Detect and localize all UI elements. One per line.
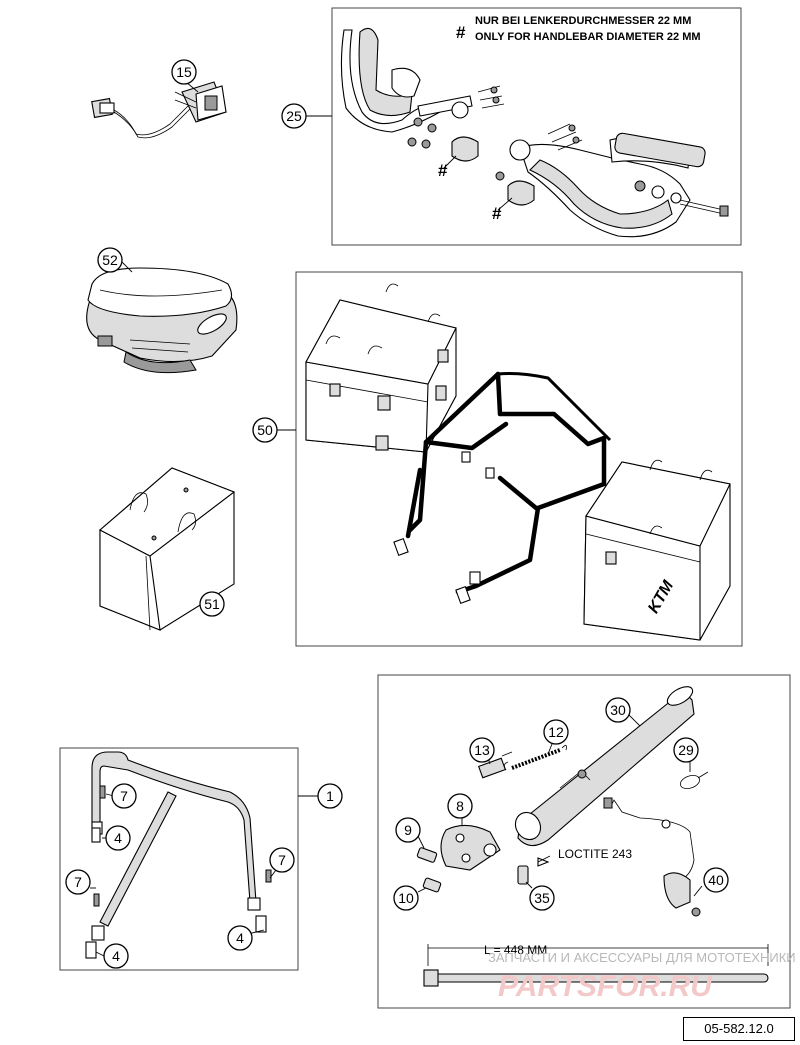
callout-50: 50: [252, 417, 278, 443]
mounting-bracket-part: [440, 824, 501, 871]
callout-15: 15: [171, 59, 197, 85]
callout-25: 25: [281, 103, 307, 129]
svg-text:8: 8: [456, 798, 464, 814]
pivot-bolt-part: [517, 857, 550, 885]
callout-52: 52: [97, 247, 123, 273]
svg-text:29: 29: [678, 742, 694, 758]
svg-text:30: 30: [610, 702, 626, 718]
callout-12: 12: [543, 719, 569, 745]
callout-4-right: 4: [227, 925, 253, 951]
svg-text:51: 51: [204, 596, 220, 612]
top-case-part: [99, 467, 236, 631]
side-stand-part: [514, 686, 695, 847]
hash-marker-note: #: [456, 23, 466, 42]
svg-text:7: 7: [120, 788, 128, 804]
svg-text:50: 50: [257, 422, 273, 438]
svg-text:35: 35: [534, 890, 550, 906]
svg-text:9: 9: [404, 822, 412, 838]
bracket-bolt-lower-part: [422, 877, 442, 893]
seat-bag-part: [86, 267, 238, 374]
handguard-right-part: [495, 123, 729, 238]
side-stand-switch-part: [603, 797, 701, 917]
callout-4-lower-left: 4: [103, 943, 129, 969]
loctite-note: LOCTITE 243: [558, 847, 632, 861]
luggage-rack-part: [85, 751, 272, 959]
callout-51: 51: [199, 591, 225, 617]
svg-text:15: 15: [176, 64, 192, 80]
callout-10: 10: [393, 885, 419, 911]
callout-30: 30: [605, 697, 631, 723]
callout-35: 35: [529, 885, 555, 911]
svg-text:25: 25: [286, 108, 302, 124]
rod-length-note: L = 448 MM: [484, 943, 547, 957]
svg-text:12: 12: [548, 724, 564, 740]
svg-text:7: 7: [278, 852, 286, 868]
case-carrier-rack-part: [393, 371, 612, 604]
handguard-group-box: [331, 7, 742, 246]
callout-40: 40: [703, 867, 729, 893]
hash-marker-left: #: [438, 161, 448, 180]
watermark-tagline: ЗАПЧАСТИ И АКСЕССУАРЫ ДЛЯ МОТОТЕХНИКИ: [488, 950, 796, 965]
handguard-left-part: [340, 27, 505, 162]
handlebar-note-english: ONLY FOR HANDLEBAR DIAMETER 22 MM: [475, 31, 701, 43]
callout-7-upper-left: 7: [111, 783, 137, 809]
spring-sleeve-part: [477, 751, 513, 779]
document-number: 05-582.12.0: [683, 1017, 795, 1041]
svg-text:4: 4: [112, 948, 120, 964]
cable-connector-part: [91, 81, 227, 139]
callout-8: 8: [447, 793, 473, 819]
stand-rod-part: [423, 944, 769, 987]
callout-4-upper-left: 4: [105, 825, 131, 851]
svg-text:1: 1: [326, 788, 334, 804]
left-case-part: [305, 283, 457, 453]
handlebar-note-german: NUR BEI LENKERDURCHMESSER 22 MM: [475, 15, 691, 27]
svg-text:4: 4: [114, 830, 122, 846]
hash-marker-right: #: [492, 204, 502, 223]
watermark-logo: PARTSFOR.RU: [498, 970, 713, 1003]
return-spring-part: [504, 745, 567, 771]
svg-text:10: 10: [398, 890, 414, 906]
rack-group-box: [59, 747, 299, 971]
callout-1: 1: [317, 783, 343, 809]
sidestand-group-box: [377, 674, 791, 1009]
bracket-bolt-upper-part: [416, 847, 438, 863]
svg-text:52: 52: [102, 252, 118, 268]
svg-text:7: 7: [74, 874, 82, 890]
svg-text:40: 40: [708, 872, 724, 888]
callout-7-right: 7: [269, 847, 295, 873]
callout-29: 29: [673, 737, 699, 763]
svg-text:13: 13: [474, 742, 490, 758]
callout-9: 9: [395, 817, 421, 843]
right-case-part: KTM: [583, 459, 731, 641]
case-system-group-box: [295, 271, 743, 647]
callout-13: 13: [469, 737, 495, 763]
cable-tie-part: [679, 771, 709, 789]
callout-7-lower-left: 7: [65, 869, 91, 895]
svg-text:4: 4: [236, 930, 244, 946]
